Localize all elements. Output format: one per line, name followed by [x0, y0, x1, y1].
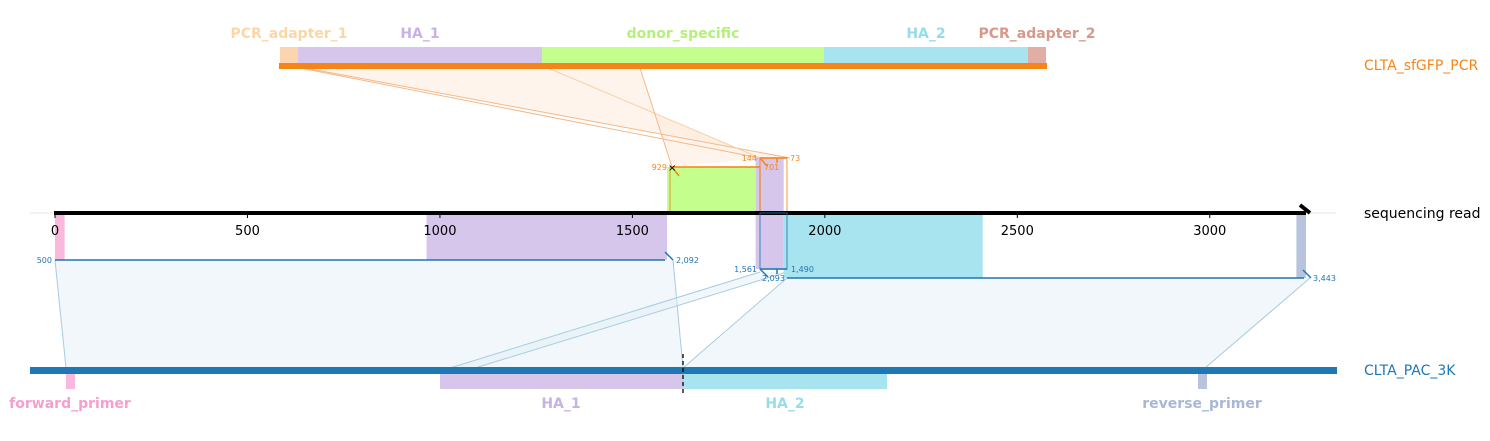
read-ref-connection-1: [55, 260, 683, 368]
ref-label-ha-2: HA_2: [765, 396, 804, 412]
pcr-read-line-1: [299, 67, 761, 159]
read-regions: [55, 158, 1306, 278]
read-ref-line-2b: [1204, 277, 1311, 369]
ref-feature-forward-primer: [66, 374, 75, 389]
ref-track: forward_primer HA_1 HA_2 reverse_primer …: [9, 354, 1456, 412]
read-axis-tick-label-2000: 2000: [808, 224, 841, 239]
ref-track-name: CLTA_PAC_3K: [1364, 363, 1456, 379]
pcr-track-bar: [279, 63, 1047, 69]
read-axis-ticks: 0 500 1000 1500 2000 2500 3000: [51, 213, 1226, 239]
pcr-label-pcr-adapter-2: PCR_adapter_2: [978, 26, 1095, 42]
read-axis-arrow: [1298, 203, 1312, 215]
pcr-read-line-4: [639, 67, 673, 168]
ref-aln1-end-label: 2,092: [676, 256, 699, 265]
pcr-aln-hook-2: [759, 157, 768, 167]
pcr-aln-cross-marker: ×: [668, 163, 676, 174]
pcr-label-donor-specific: donor_specific: [627, 26, 740, 42]
pcr-label-ha-2: HA_2: [906, 26, 945, 42]
pcr-aln-hook-1: [671, 166, 680, 177]
ref-aln-hook-1: [664, 251, 674, 261]
read-ref-connection-3: [450, 272, 787, 368]
ref-label-reverse-primer: reverse_primer: [1142, 396, 1262, 412]
pcr-aln-start-label: 929: [652, 163, 667, 172]
pcr-label-ha-1: HA_1: [400, 26, 439, 42]
read-ref-line-3b: [474, 271, 788, 369]
ref-label-forward-primer: forward_primer: [9, 396, 131, 412]
read-ref-line-2a: [682, 277, 788, 369]
read-ref-connection-2: [683, 278, 1310, 368]
read-axis-tick-label-1500: 1500: [616, 224, 649, 239]
ref-aln-hook-3: [759, 268, 769, 278]
read-region-ha-2-4: [783, 213, 983, 278]
read-ref-line-1a: [54, 259, 67, 369]
pcr-track: PCR_adapter_1 HA_1 donor_specific HA_2 P…: [230, 26, 1478, 74]
read-ref-line-1b: [672, 259, 684, 369]
ref-aln1-start-label: 500: [37, 256, 52, 265]
ref-aln-hook-2: [1302, 269, 1312, 279]
read-ref-line-3a: [449, 271, 761, 369]
read-axis-tick-label-3000: 3000: [1193, 224, 1226, 239]
ref-feature-ha-2: [683, 374, 887, 389]
read-axis-tick-label-2500: 2500: [1001, 224, 1034, 239]
read-region-reverse-primer-5: [1296, 213, 1306, 278]
pcr-read-line-3: [547, 67, 761, 159]
read-track: × 929 144 73 701 0 500 1000 1500 2000 2500 300…: [30, 154, 1480, 283]
ref-aln2-end-label: 3,443: [1313, 274, 1336, 283]
ref-feature-reverse-primer: [1198, 374, 1207, 389]
pcr-feature-donor-specific: [542, 47, 824, 65]
read-axis-tick-label-0: 0: [51, 224, 59, 239]
alignment-connections: [54, 67, 1311, 369]
pcr-track-name: CLTA_sfGFP_PCR: [1364, 58, 1478, 74]
pcr-feature-ha-1: [298, 47, 542, 65]
ref-aln2-right-label: 1,490: [791, 265, 814, 274]
ref-aln2-bottom-label: 2,093: [762, 274, 785, 283]
ref-aln2-left-label: 1,561: [734, 265, 757, 274]
read-axis-tick-label-1000: 1000: [423, 224, 456, 239]
pcr-read-line-2: [304, 67, 791, 159]
pcr-aln-label-a: 144: [742, 154, 757, 163]
ref-label-ha-1: HA_1: [541, 396, 580, 412]
pcr-feature-pcr-adapter-1: [280, 47, 298, 65]
read-track-name: sequencing read: [1364, 206, 1480, 222]
read-axis-tick-label-500: 500: [235, 224, 260, 239]
pcr-aln-label-b: 73: [790, 154, 800, 163]
pcr-aln-label-c: 701: [764, 163, 779, 172]
ref-feature-ha-1: [440, 374, 683, 389]
read-region-ha-1-1: [426, 213, 668, 260]
pcr-feature-pcr-adapter-2: [1028, 47, 1046, 65]
read-region-forward-primer-0: [55, 213, 65, 260]
read-region-donor-specific-2: [667, 167, 756, 213]
pcr-label-pcr-adapter-1: PCR_adapter_1: [230, 26, 347, 42]
pcr-feature-ha-2: [824, 47, 1028, 65]
